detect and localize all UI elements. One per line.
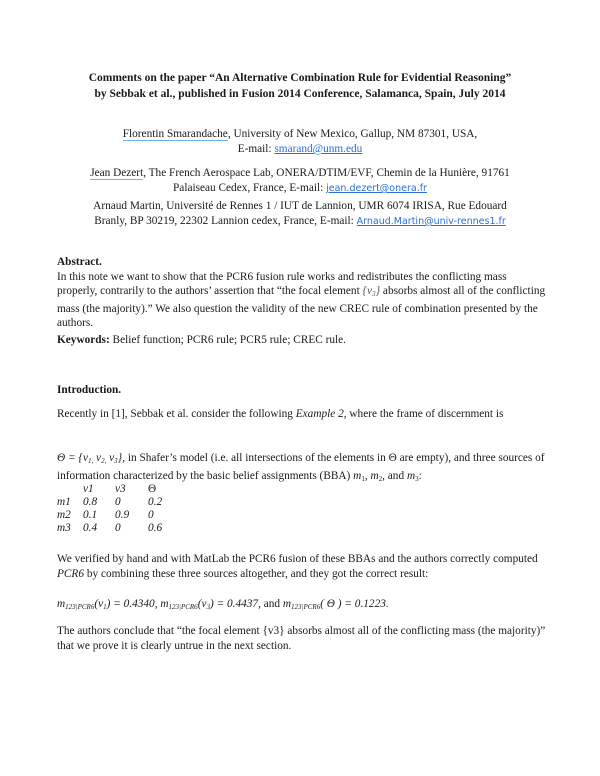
author-block-2: Jean Dezert, The French Aerospace Lab, O… bbox=[40, 166, 560, 196]
author-affiliation: Palaiseau Cedex, France, E-mail: bbox=[173, 182, 327, 194]
intro-paragraph-1: Recently in [1], Sebbak et al. consider … bbox=[57, 408, 504, 420]
author-block-1: Florentin Smarandache, University of New… bbox=[40, 127, 560, 157]
author-name-smarandache: Florentin Smarandache bbox=[122, 128, 228, 141]
email-link-martin[interactable]: Arnaud.Martin@univ-rennes1.fr bbox=[356, 216, 506, 227]
title-line-2: by Sebbak et al., published in Fusion 20… bbox=[94, 88, 506, 100]
author-affiliation: , University of New Mexico, Gallup, NM 8… bbox=[227, 128, 478, 140]
abstract-text: In this note we want to show that the PC… bbox=[57, 270, 546, 330]
keywords: Keywords: Belief function; PCR6 rule; PC… bbox=[57, 333, 547, 348]
introduction-heading: Introduction. bbox=[57, 384, 122, 396]
keywords-label: Keywords: bbox=[57, 334, 110, 346]
author-affiliation: , The French Aerospace Lab, ONERA/DTIM/E… bbox=[143, 167, 510, 179]
table-row: m3 0.4 0 0.6 bbox=[57, 522, 163, 534]
author-name-dezert: Jean Dezert bbox=[90, 167, 144, 180]
intro-paragraph-2: Θ = {v1, v2, v3}, in Shafer’s model (i.e… bbox=[57, 452, 545, 483]
keywords-text: Belief function; PCR6 rule; PCR5 rule; C… bbox=[109, 334, 346, 346]
table-header-row: v1 v3 Θ bbox=[57, 483, 188, 496]
header-v3: v3 bbox=[115, 483, 126, 495]
email-link-dezert[interactable]: jean.dezert@onera.fr bbox=[326, 183, 427, 194]
pcr6-results: m123|PCR6(v1) = 0.4340, m123|PCR6(v3) = … bbox=[57, 598, 389, 611]
email-link-smarandache[interactable]: smarand@unm.edu bbox=[274, 143, 363, 155]
paper-title: Comments on the paper “An Alternative Co… bbox=[40, 70, 560, 102]
author-affiliation: Arnaud Martin, Université de Rennes 1 / … bbox=[93, 200, 507, 212]
abstract-heading: Abstract. bbox=[57, 256, 102, 268]
table-row: m2 0.1 0.9 0 bbox=[57, 509, 154, 521]
header-v1: v1 bbox=[83, 483, 94, 495]
table-row: m1 0.8 0 0.2 bbox=[57, 496, 163, 508]
header-theta: Θ bbox=[148, 483, 157, 495]
title-line-1: Comments on the paper “An Alternative Co… bbox=[88, 72, 512, 84]
bba-table: v1 v3 Θ m1 0.8 0 0.2 m2 0.1 0.9 0 m3 0.4… bbox=[57, 483, 188, 535]
author-affiliation: Branly, BP 30219, 22302 Lannion cedex, F… bbox=[94, 215, 357, 227]
intro-paragraph-3: We verified by hand and with MatLab the … bbox=[57, 553, 538, 580]
abstract-section: Abstract. In this note we want to show t… bbox=[57, 255, 547, 331]
intro-paragraph-4: The authors conclude that “the focal ele… bbox=[57, 625, 546, 652]
author-block-3: Arnaud Martin, Université de Rennes 1 / … bbox=[40, 199, 560, 229]
email-label: E-mail: bbox=[237, 143, 275, 155]
